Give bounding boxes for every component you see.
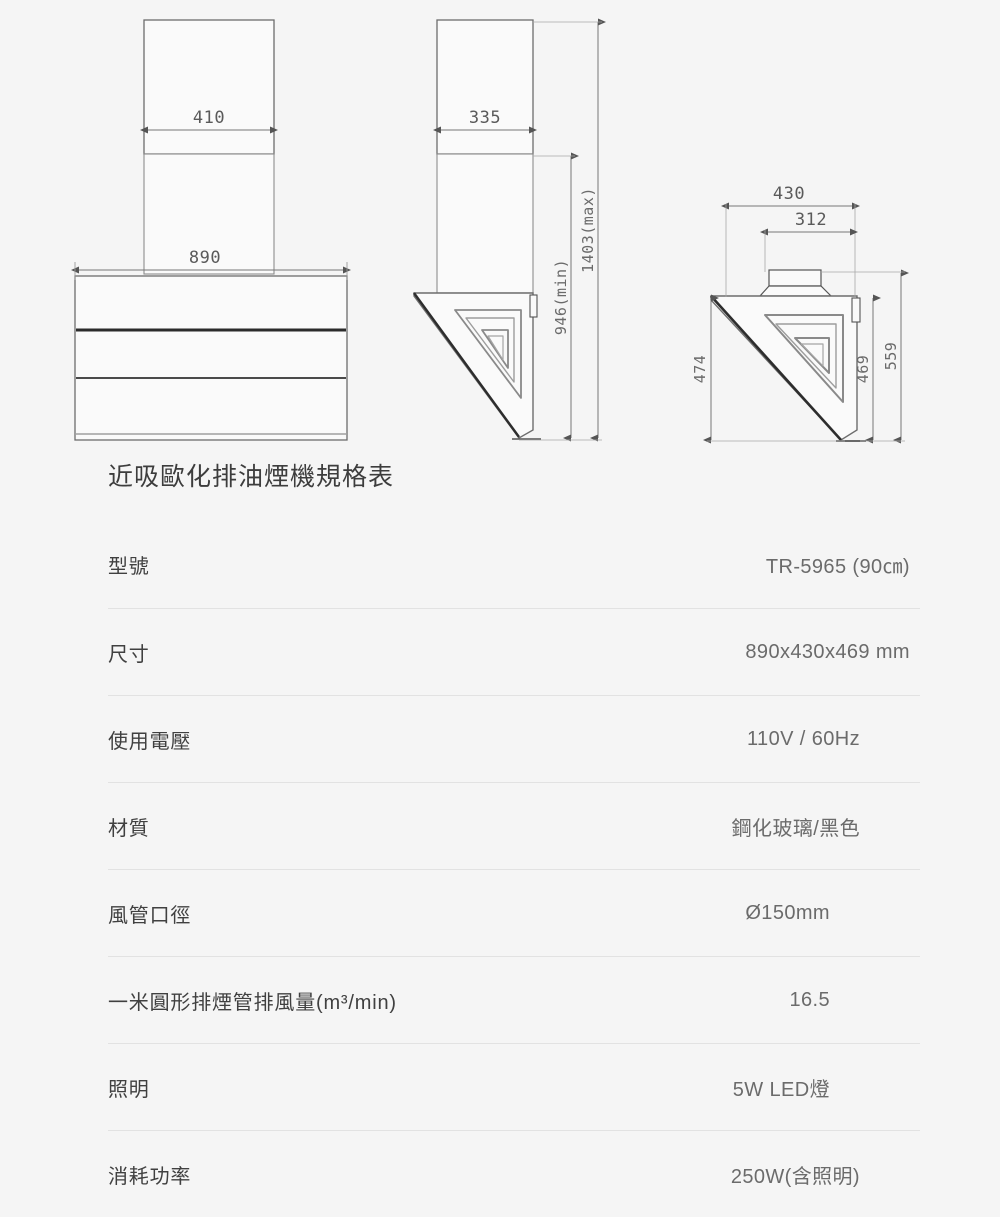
technical-drawing: 410 890 335 xyxy=(0,0,1000,455)
spec-value-duct-diameter: Ø150mm xyxy=(745,901,830,924)
spec-label-model: 型號 xyxy=(108,556,150,578)
spec-value-airflow: 16.5 xyxy=(789,988,830,1011)
dim-410: 410 xyxy=(193,108,225,128)
spec-value-model: TR-5965 (90㎝) xyxy=(765,556,910,578)
dim-474: 474 xyxy=(691,355,709,384)
spec-label-size: 尺寸 xyxy=(108,643,150,666)
table-row: 一米圓形排煙管排風量(m³/min) 16.5 xyxy=(108,956,920,1043)
dim-890: 890 xyxy=(189,248,221,268)
table-row: 尺寸 890x430x469 mm xyxy=(108,608,920,695)
spec-section: 近吸歐化排油煙機規格表 型號 TR-5965 (90㎝) 尺寸 890x430x… xyxy=(0,452,1000,1217)
spec-value-power: 250W(含照明) xyxy=(730,1165,860,1188)
table-row: 型號 TR-5965 (90㎝) xyxy=(108,521,920,608)
side-view-right: 430 312 474 469 559 xyxy=(691,184,909,444)
front-view: 410 890 xyxy=(71,19,351,441)
spec-label-lighting: 照明 xyxy=(108,1078,150,1101)
dim-335: 335 xyxy=(469,108,501,128)
spec-value-material: 鋼化玻璃/黑色 xyxy=(731,817,860,840)
spec-table: 型號 TR-5965 (90㎝) 尺寸 890x430x469 mm 使用電壓 … xyxy=(0,521,1000,1217)
dim-312: 312 xyxy=(795,210,827,230)
dim-1403-max: 1403(max) xyxy=(579,187,597,273)
dim-559: 559 xyxy=(882,342,900,371)
spec-label-airflow: 一米圓形排煙管排風量(m³/min) xyxy=(108,991,397,1014)
table-row: 風管口徑 Ø150mm xyxy=(108,869,920,956)
spec-value-voltage: 110V / 60Hz xyxy=(747,727,860,750)
drawing-svg: 410 890 335 xyxy=(71,18,909,444)
spec-value-lighting: 5W LED燈 xyxy=(732,1078,830,1101)
spec-value-size: 890x430x469 mm xyxy=(745,640,910,663)
spec-label-material: 材質 xyxy=(108,817,150,840)
table-row: 使用電壓 110V / 60Hz xyxy=(108,695,920,782)
page-title: 近吸歐化排油煙機規格表 xyxy=(108,463,395,491)
spec-label-voltage: 使用電壓 xyxy=(108,730,192,753)
table-row: 消耗功率 250W(含照明) xyxy=(108,1130,920,1217)
spec-label-power: 消耗功率 xyxy=(108,1165,192,1188)
table-row: 材質 鋼化玻璃/黑色 xyxy=(108,782,920,869)
spec-label-duct-diameter: 風管口徑 xyxy=(108,904,192,927)
table-row: 照明 5W LED燈 xyxy=(108,1043,920,1130)
dim-946-min: 946(min) xyxy=(552,259,570,335)
dim-469: 469 xyxy=(854,355,872,384)
dim-430: 430 xyxy=(773,184,805,204)
side-view-left: 335 946(min) 1403(max) xyxy=(413,18,606,442)
